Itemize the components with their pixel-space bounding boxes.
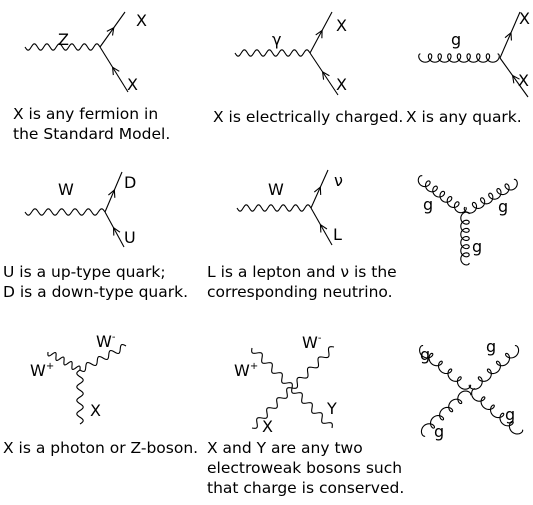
fermion-in-label: X (336, 75, 347, 94)
w-plus-line (47, 351, 81, 371)
w-minus-line (291, 346, 335, 389)
caption-line: X and Y are any two (207, 439, 363, 457)
w-boson-line (236, 204, 312, 212)
caption-line: D is a down-type quark. (3, 283, 189, 301)
gluon-line-bottom (460, 211, 470, 266)
gluon-label-lower-left: g (434, 422, 444, 441)
lepton-line (310, 207, 333, 246)
gluon-line-right (463, 178, 518, 214)
d-quark-arrow (108, 188, 116, 198)
fermion-line-in (309, 52, 339, 96)
caption-line: X is a photon or Z-boson. (3, 439, 199, 457)
gluon-line-lower-right (471, 388, 524, 435)
gluon-label-upper-right: g (486, 337, 496, 356)
w-boson-line (24, 208, 106, 216)
u-quark-arrow (112, 226, 121, 236)
three-gluon-vertex: g g g (417, 175, 518, 266)
lepton-arrow (319, 223, 328, 233)
fermion-arrow-out (315, 29, 323, 39)
quark-arrow-in (511, 74, 520, 84)
caption-triple-gauge-vertex: X is a photon or Z-boson. (3, 438, 198, 458)
neutrino-arrow (313, 185, 322, 195)
quartic-gauge-vertex: W+ W- X Y (234, 333, 337, 436)
d-quark-label: D (124, 173, 136, 192)
caption-line: corresponding neutrino. (207, 283, 393, 301)
u-quark-line (104, 211, 125, 248)
photon-label: γ (272, 30, 281, 49)
caption-line: X is any quark. (406, 108, 522, 126)
caption-line: U is a up-type quark; (3, 263, 166, 281)
quark-line-in (499, 57, 529, 98)
x-boson-line (251, 387, 293, 429)
w-minus-line (79, 343, 127, 373)
u-quark-label: U (124, 228, 136, 247)
gluon-label-right: g (498, 197, 508, 216)
w-plus-line (251, 347, 293, 389)
caption-z-vertex: X is any fermion in the Standard Model. (13, 104, 170, 144)
x-boson-label: X (90, 401, 101, 420)
gluon-line (418, 53, 500, 63)
caption-w-quark-vertex: U is a up-type quark; D is a down-type q… (3, 262, 188, 302)
caption-line: X is electrically charged. (213, 108, 404, 126)
quark-line-out (499, 11, 521, 59)
w-minus-label: W- (96, 332, 116, 351)
quark-arrow-out (504, 31, 512, 41)
z-boson-line (24, 43, 101, 51)
gluon-line-upper-left (419, 344, 472, 390)
x-boson-label: X (262, 417, 273, 436)
caption-line: electroweak bosons such (207, 459, 403, 477)
caption-gluon-quark-vertex: X is any quark. (406, 107, 522, 127)
w-plus-label: W+ (30, 361, 54, 380)
caption-line: that charge is conserved. (207, 479, 405, 497)
lepton-label: L (333, 225, 342, 244)
quark-out-label: X (519, 9, 530, 28)
caption-line: X is any fermion in (13, 105, 159, 123)
photon-fermion-vertex: γ X X (234, 11, 347, 96)
gluon-line-left (417, 175, 467, 214)
caption-photon-vertex: X is electrically charged. (213, 107, 403, 127)
fermion-line-out (99, 11, 126, 48)
w-boson-label: W (58, 180, 74, 199)
fermion-out-label: X (336, 16, 347, 35)
y-boson-label: Y (326, 399, 337, 418)
z-boson-label: Z (58, 30, 69, 49)
gluon-label: g (451, 30, 461, 49)
gluon-label-upper-left: g (420, 345, 430, 364)
y-boson-line (291, 387, 333, 429)
w-quark-vertex: W D U (24, 171, 136, 248)
caption-line: the Standard Model. (13, 125, 171, 143)
gluon-line-upper-right (468, 344, 520, 390)
photon-line (234, 49, 311, 57)
x-boson-line (76, 369, 84, 425)
fermion-in-label: X (127, 75, 138, 94)
four-gluon-vertex: g g g g (419, 337, 524, 441)
gluon-label-lower-right: g (505, 405, 515, 424)
caption-line: L is a lepton and ν is the (207, 263, 397, 281)
fermion-arrow-in (111, 66, 120, 76)
w-minus-label: W- (302, 333, 322, 352)
fermion-arrow-in (321, 70, 330, 80)
quark-in-label: X (518, 71, 529, 90)
d-quark-line (104, 171, 123, 213)
w-boson-label: W (268, 180, 284, 199)
fermion-arrow-out (106, 26, 115, 36)
fermion-line-out (309, 11, 333, 54)
neutrino-label: ν (334, 171, 343, 190)
triple-gauge-vertex: W+ W- X (30, 332, 127, 425)
neutrino-line (310, 169, 329, 209)
caption-w-lepton-vertex: L is a lepton and ν is the corresponding… (207, 262, 397, 302)
gluon-quark-vertex: g X X (418, 9, 530, 98)
w-plus-label: W+ (234, 361, 258, 380)
z-fermion-vertex: Z X X (24, 11, 147, 94)
fermion-line-in (99, 46, 129, 93)
gluon-label-bottom: g (472, 237, 482, 256)
caption-quartic-gauge-vertex: X and Y are any two electroweak bosons s… (207, 438, 404, 498)
w-lepton-vertex: W ν L (236, 169, 343, 246)
gluon-line-lower-left (420, 390, 472, 437)
fermion-out-label: X (136, 11, 147, 30)
gluon-label-left: g (423, 195, 433, 214)
